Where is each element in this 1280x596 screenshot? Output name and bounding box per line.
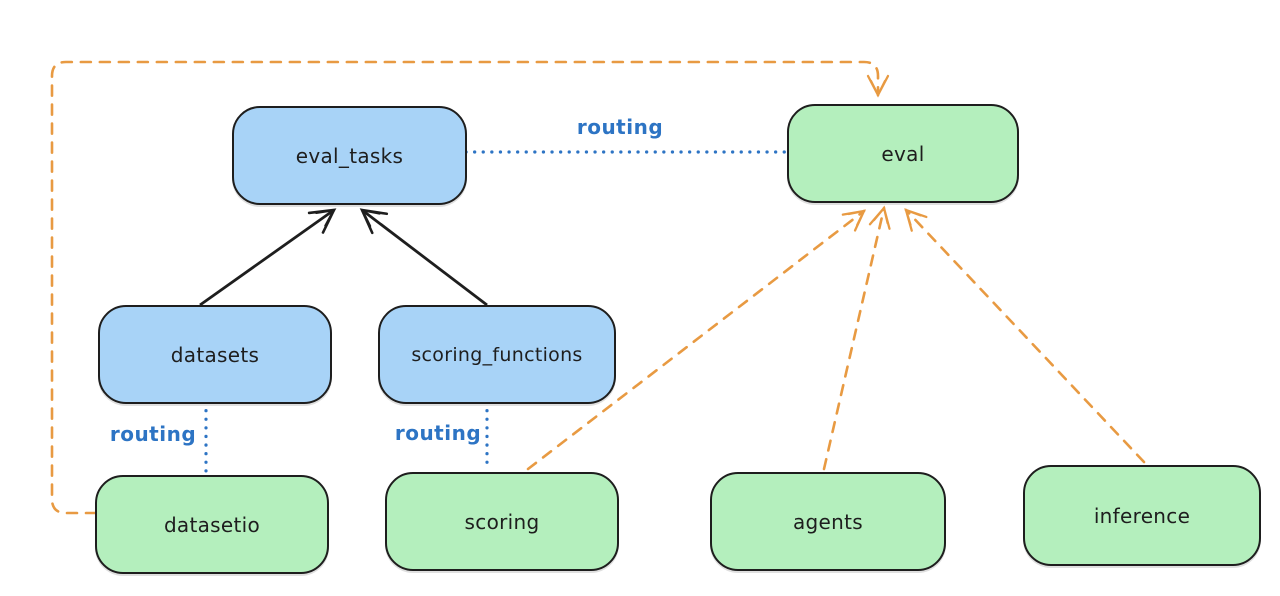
node-eval: eval	[787, 104, 1019, 203]
node-agents: agents	[710, 472, 946, 571]
edge-inference-to-eval	[904, 208, 1146, 464]
node-eval-tasks: eval_tasks	[232, 106, 467, 205]
node-scoring-functions: scoring_functions	[378, 305, 616, 404]
edge-scoring-to-eval	[526, 209, 867, 471]
edge-datasetio-to-eval	[50, 60, 890, 515]
edge-datasets-to-eval-tasks	[199, 208, 337, 307]
node-datasetio: datasetio	[95, 475, 329, 574]
node-datasets: datasets	[98, 305, 332, 404]
node-scoring: scoring	[385, 472, 619, 571]
routing-label-scoring-functions-scoring: routing	[394, 421, 482, 445]
routing-label-eval-tasks-eval: routing	[576, 115, 664, 139]
node-inference: inference	[1023, 465, 1261, 566]
routing-label-datasets-datasetio: routing	[109, 422, 197, 446]
edge-agents-to-eval	[822, 205, 891, 471]
edge-scoring-functions-to-eval-tasks	[359, 208, 488, 307]
